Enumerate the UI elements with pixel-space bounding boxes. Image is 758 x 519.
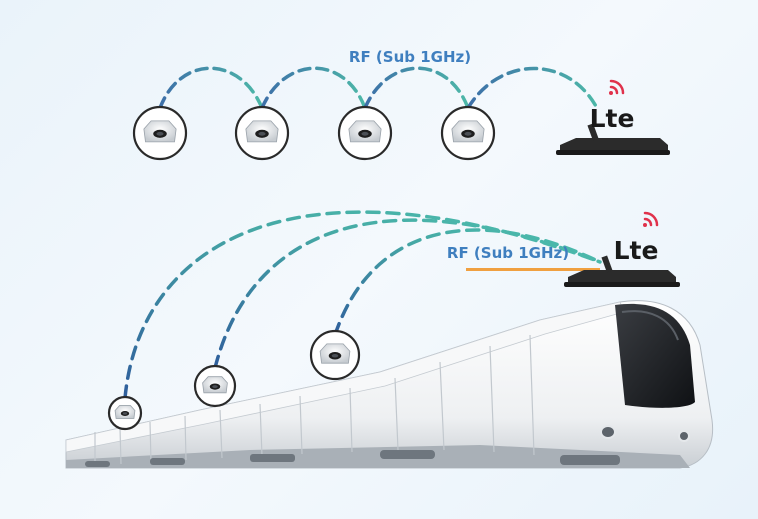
train-sensor-2 (193, 364, 237, 408)
train (65, 300, 714, 469)
train-lte-label: Lte (614, 236, 659, 265)
top-links (158, 66, 600, 112)
train-links (123, 210, 602, 400)
train-link-3 (333, 228, 602, 337)
top-lte-gateway: Lte (556, 79, 670, 155)
orange-accent-line (466, 268, 600, 271)
train-lte-gateway: Lte (564, 211, 680, 287)
top-link-4 (466, 66, 600, 112)
top-link-3 (363, 66, 470, 110)
train-link-1 (123, 210, 602, 400)
train-signal-icon (643, 211, 659, 227)
train-windshield (615, 303, 695, 408)
train-sensor-1 (107, 395, 143, 431)
top-link-2 (260, 66, 367, 110)
train-rf-label: RF (Sub 1GHz) (447, 244, 569, 262)
train-panels (94, 334, 535, 466)
top-gateway-base (560, 138, 668, 152)
train-headlight (600, 425, 616, 439)
top-rf-label: RF (Sub 1GHz) (349, 48, 471, 66)
top-sensor-3 (337, 105, 393, 161)
top-lte-label: Lte (590, 104, 635, 133)
top-sensor-1 (132, 105, 188, 161)
train-sensors (107, 329, 361, 431)
train-sensor-3 (309, 329, 361, 381)
top-sensors (132, 105, 496, 161)
top-signal-icon (609, 79, 625, 95)
top-sensor-2 (234, 105, 290, 161)
top-link-1 (158, 66, 264, 110)
train-bogies (85, 450, 620, 467)
top-sensor-4 (440, 105, 496, 161)
